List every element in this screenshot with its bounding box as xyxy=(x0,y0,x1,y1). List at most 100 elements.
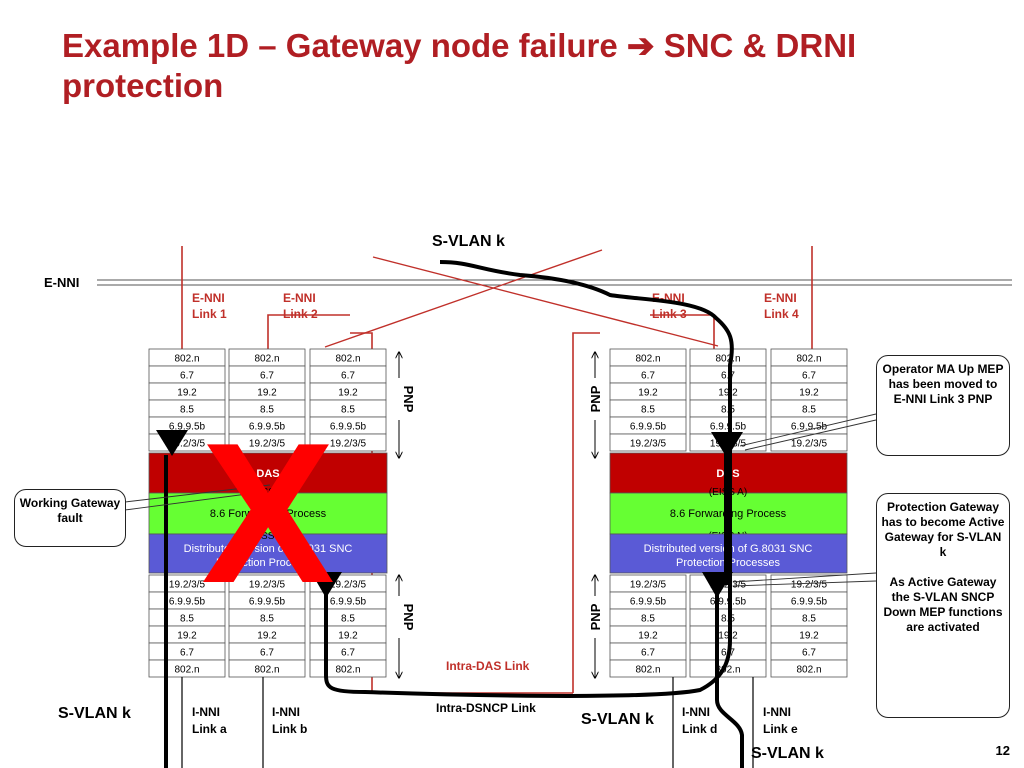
left-eiss-n-label: (EISS N) xyxy=(248,531,287,542)
upper-stack-label: 802.n xyxy=(635,354,660,365)
lower-stack-label: 802.n xyxy=(254,665,279,676)
protection-pointer xyxy=(732,572,877,583)
upper-stack-label: 19.2 xyxy=(338,388,358,399)
lower-stack-label: 8.5 xyxy=(341,614,355,625)
upper-stack-label: 8.5 xyxy=(260,405,274,416)
lower-stack-cell xyxy=(309,659,387,678)
upper-stack-label: 19.2/3/5 xyxy=(791,439,828,450)
page-number: 12 xyxy=(995,743,1010,758)
lower-stack-label: 19.2 xyxy=(799,631,819,642)
arrow-right-icon: ➔ xyxy=(626,27,655,64)
crossed-link-lines xyxy=(324,249,719,348)
upper-stack-label: 802.n xyxy=(335,354,360,365)
operator-mep-pointer xyxy=(739,413,877,447)
upper-stack-cell xyxy=(609,433,687,452)
inni-link-lines xyxy=(181,677,754,768)
lower-stack-label: 19.2 xyxy=(257,631,277,642)
lower-stack-label: 802.n xyxy=(715,665,740,676)
lower-stack-label: 8.5 xyxy=(802,614,816,625)
lower-stack-label: 19.2 xyxy=(338,631,358,642)
lower-stack-label: 19.2 xyxy=(177,631,197,642)
lower-stack-label: 6.7 xyxy=(341,648,355,659)
left-snc-band xyxy=(148,533,388,574)
lower-stack-label: 802.n xyxy=(796,665,821,676)
pnp-label-upper-left: PNP xyxy=(401,386,416,413)
left-forwarding-band xyxy=(148,492,388,535)
protection-pointer-2 xyxy=(732,580,877,587)
mep-triangle-right-upper xyxy=(711,432,743,458)
lower-stack-label: 802.n xyxy=(635,665,660,676)
lower-stack-label: 19.2 xyxy=(638,631,658,642)
lower-stack-label: 19.2/3/5 xyxy=(630,580,667,591)
mep-triangle-left-upper xyxy=(156,430,188,456)
lower-stack-label: 19.2/3/5 xyxy=(249,580,286,591)
lower-stack-label: 6.7 xyxy=(180,648,194,659)
upper-stack-label: 19.2/3/5 xyxy=(630,439,667,450)
lower-stack-label: 8.5 xyxy=(180,614,194,625)
pnp-label-lower-right: PNP xyxy=(588,603,603,630)
lower-stack-cell xyxy=(770,659,848,678)
svlan-path-right-exit xyxy=(715,585,744,768)
mep-triangle-left-lower xyxy=(311,572,342,598)
svlan-path xyxy=(324,260,734,698)
upper-stack-label: 802.n xyxy=(174,354,199,365)
upper-stack-label: 8.5 xyxy=(802,405,816,416)
upper-stack-cell xyxy=(309,433,387,452)
pnp-arrows xyxy=(399,352,595,678)
upper-stack-label: 802.n xyxy=(715,354,740,365)
upper-stack-label: 6.7 xyxy=(341,371,355,382)
lower-stack-label: 19.2/3/5 xyxy=(791,580,828,591)
lower-stack-label: 6.9.9.5b xyxy=(169,597,206,608)
protection-gateway-text: Protection Gateway has to become Active … xyxy=(881,500,1005,559)
upper-stack-label: 802.n xyxy=(796,354,821,365)
upper-stack-label: 6.7 xyxy=(180,371,194,382)
working-fault-pointer xyxy=(124,484,271,503)
upper-stack-label: 19.2 xyxy=(638,388,658,399)
lower-stack-cell xyxy=(609,659,687,678)
upper-stack-label: 8.5 xyxy=(180,405,194,416)
upper-stack-label: 6.9.9.5b xyxy=(330,422,367,433)
upper-stack-label: 19.2/3/5 xyxy=(330,439,367,450)
upper-stack-label: 19.2/3/5 xyxy=(249,439,286,450)
upper-stack-label: 8.5 xyxy=(341,405,355,416)
lower-stack-label: 8.5 xyxy=(641,614,655,625)
lower-stack-label: 8.5 xyxy=(260,614,274,625)
upper-stack-label: 6.9.9.5b xyxy=(791,422,828,433)
left-eiss-a-label: (EISS A) xyxy=(249,487,287,498)
svlan-top-label: S-VLAN k xyxy=(432,233,505,250)
lower-stack-label: 6.7 xyxy=(641,648,655,659)
working-fault-pointer-2 xyxy=(124,492,256,511)
upper-stack-label: 19.2/3/5 xyxy=(169,439,206,450)
upper-stack-label: 6.7 xyxy=(802,371,816,382)
upper-stack-label: 6.7 xyxy=(260,371,274,382)
upper-stack-label: 6.9.9.5b xyxy=(169,422,206,433)
lower-stack-label: 6.9.9.5b xyxy=(330,597,367,608)
upper-stack-label: 8.5 xyxy=(641,405,655,416)
upper-stack-label: 19.2 xyxy=(257,388,277,399)
mep-triangles xyxy=(156,430,743,598)
intra-dsncp-label: Intra-DSNCP Link xyxy=(436,701,536,715)
left-node-processes: DAS (EISS A) 8.6 Forwarding Process (EIS… xyxy=(148,452,388,574)
gateway-fault-x-icon: X xyxy=(201,402,334,625)
upper-stack-label: 6.9.9.5b xyxy=(630,422,667,433)
upper-stack-label: 19.2 xyxy=(177,388,197,399)
upper-stack-cell xyxy=(228,433,306,452)
lower-stack-label: 19.2/3/5 xyxy=(169,580,206,591)
svlan-left-label: S-VLAN k xyxy=(58,705,131,722)
intra-das-label: Intra-DAS Link xyxy=(446,659,530,673)
working-gateway-fault-callout: Working Gateway fault xyxy=(14,489,126,547)
left-das-label: DAS xyxy=(256,468,279,480)
operator-mep-callout: Operator MA Up MEP has been moved to E-N… xyxy=(876,355,1010,456)
pnp-label-upper-right: PNP xyxy=(588,385,603,412)
enni-label: E-NNI xyxy=(44,275,79,290)
lower-stack-label: 802.n xyxy=(335,665,360,676)
lower-stack-label: 19.2/3/5 xyxy=(330,580,367,591)
upper-stack-label: 6.7 xyxy=(641,371,655,382)
